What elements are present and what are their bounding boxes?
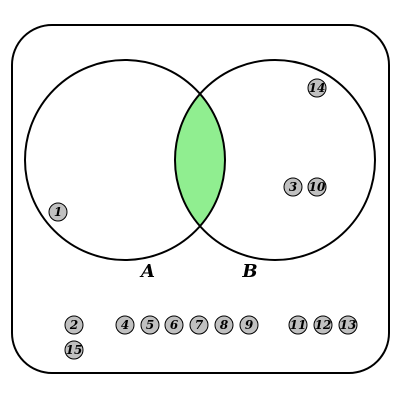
element-1: 1 (48, 202, 68, 222)
element-circle (64, 315, 84, 335)
element-circle (48, 202, 68, 222)
element-circle (283, 177, 303, 197)
element-label: 11 (290, 318, 307, 332)
element-circle (288, 315, 308, 335)
element-circle (307, 177, 327, 197)
element-label: 3 (289, 180, 297, 194)
universal-set-boundary (11, 24, 390, 374)
element-label: 2 (69, 318, 78, 332)
element-circle (189, 315, 209, 335)
element-circle (140, 315, 160, 335)
element-circle (115, 315, 135, 335)
element-label: 14 (309, 81, 326, 95)
element-label: 15 (66, 343, 83, 357)
element-4: 4 (115, 315, 135, 335)
element-14: 14 (307, 78, 327, 98)
element-label: 8 (220, 318, 229, 332)
element-circle (307, 78, 327, 98)
element-label: 4 (121, 318, 129, 332)
element-circle (164, 315, 184, 335)
set-b-circle (174, 59, 376, 261)
element-8: 8 (214, 315, 234, 335)
element-circle (64, 340, 84, 360)
element-13: 13 (338, 315, 358, 335)
element-10: 10 (307, 177, 327, 197)
set-a-circle (24, 59, 226, 261)
element-label: 6 (170, 318, 179, 332)
element-label: 12 (315, 318, 332, 332)
element-label: 13 (340, 318, 357, 332)
element-12: 12 (313, 315, 333, 335)
element-label: 5 (146, 318, 154, 332)
element-6: 6 (164, 315, 184, 335)
element-label: 10 (309, 180, 326, 194)
element-7: 7 (189, 315, 209, 335)
intersection-region (175, 60, 225, 260)
element-label: 1 (54, 205, 62, 219)
element-circle (239, 315, 259, 335)
element-circle (214, 315, 234, 335)
element-label: 7 (195, 318, 204, 332)
element-9: 9 (239, 315, 259, 335)
set-b-label: B (241, 261, 257, 282)
element-circle (313, 315, 333, 335)
element-label: 9 (245, 318, 254, 332)
element-5: 5 (140, 315, 160, 335)
set-a-label: A (139, 261, 155, 282)
element-2: 2 (64, 315, 84, 335)
element-11: 11 (288, 315, 308, 335)
element-circle (338, 315, 358, 335)
element-15: 15 (64, 340, 84, 360)
element-3: 3 (283, 177, 303, 197)
